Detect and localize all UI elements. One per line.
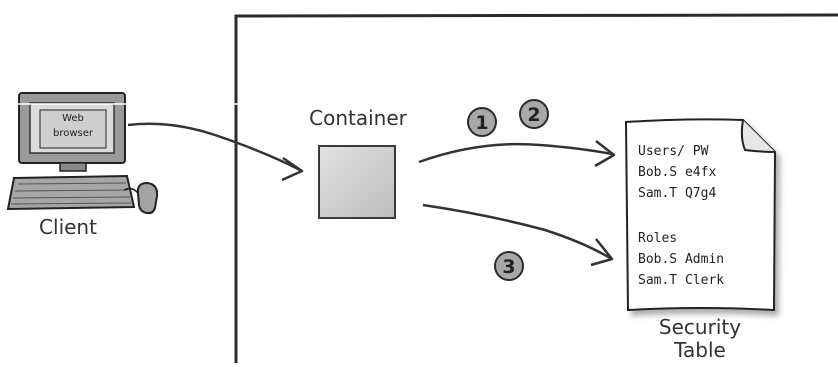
step-3-badge: 3 <box>494 251 524 281</box>
roles-arrow <box>422 203 611 260</box>
security-table-caption-line2: Table <box>673 338 726 362</box>
mouse-icon <box>136 181 159 215</box>
request-arrow-head <box>281 156 304 182</box>
document-page <box>624 118 777 312</box>
step-1-badge: 1 <box>467 107 497 137</box>
step-2-number: 2 <box>527 104 540 126</box>
monitor-stand <box>59 162 87 172</box>
client-computer-icon: Web browser <box>0 92 238 215</box>
client-caption: Client <box>39 215 97 239</box>
table-line-bob-role: Bob.S Admin <box>638 252 724 267</box>
browser-window <box>39 109 107 149</box>
roles-arrow-head <box>590 238 614 267</box>
document-fold <box>740 119 776 153</box>
step-2-badge: 2 <box>519 99 549 129</box>
table-line-bob-pw: Bob.S e4fx <box>638 165 716 180</box>
browser-label-line2: browser <box>53 128 94 139</box>
auth-arrow-head <box>594 140 616 168</box>
table-line-sam-pw: Sam.T Q7g4 <box>638 186 716 201</box>
container-label: Container <box>309 106 408 130</box>
security-table-document: Users/ PW Bob.S e4fx Sam.T Q7g4 Roles Bo… <box>624 118 777 312</box>
step-3-number: 3 <box>502 256 515 278</box>
table-line-users-header: Users/ PW <box>638 144 709 159</box>
server-boundary <box>234 13 838 363</box>
auth-arrow <box>418 142 613 164</box>
request-arrow <box>127 122 301 172</box>
table-line-roles-header: Roles <box>638 231 677 246</box>
table-line-sam-role: Sam.T Clerk <box>638 273 724 288</box>
browser-label-line1: Web <box>62 113 84 124</box>
security-table-caption-line1: Security <box>659 315 741 339</box>
container-box <box>318 145 396 219</box>
step-1-number: 1 <box>475 112 488 134</box>
